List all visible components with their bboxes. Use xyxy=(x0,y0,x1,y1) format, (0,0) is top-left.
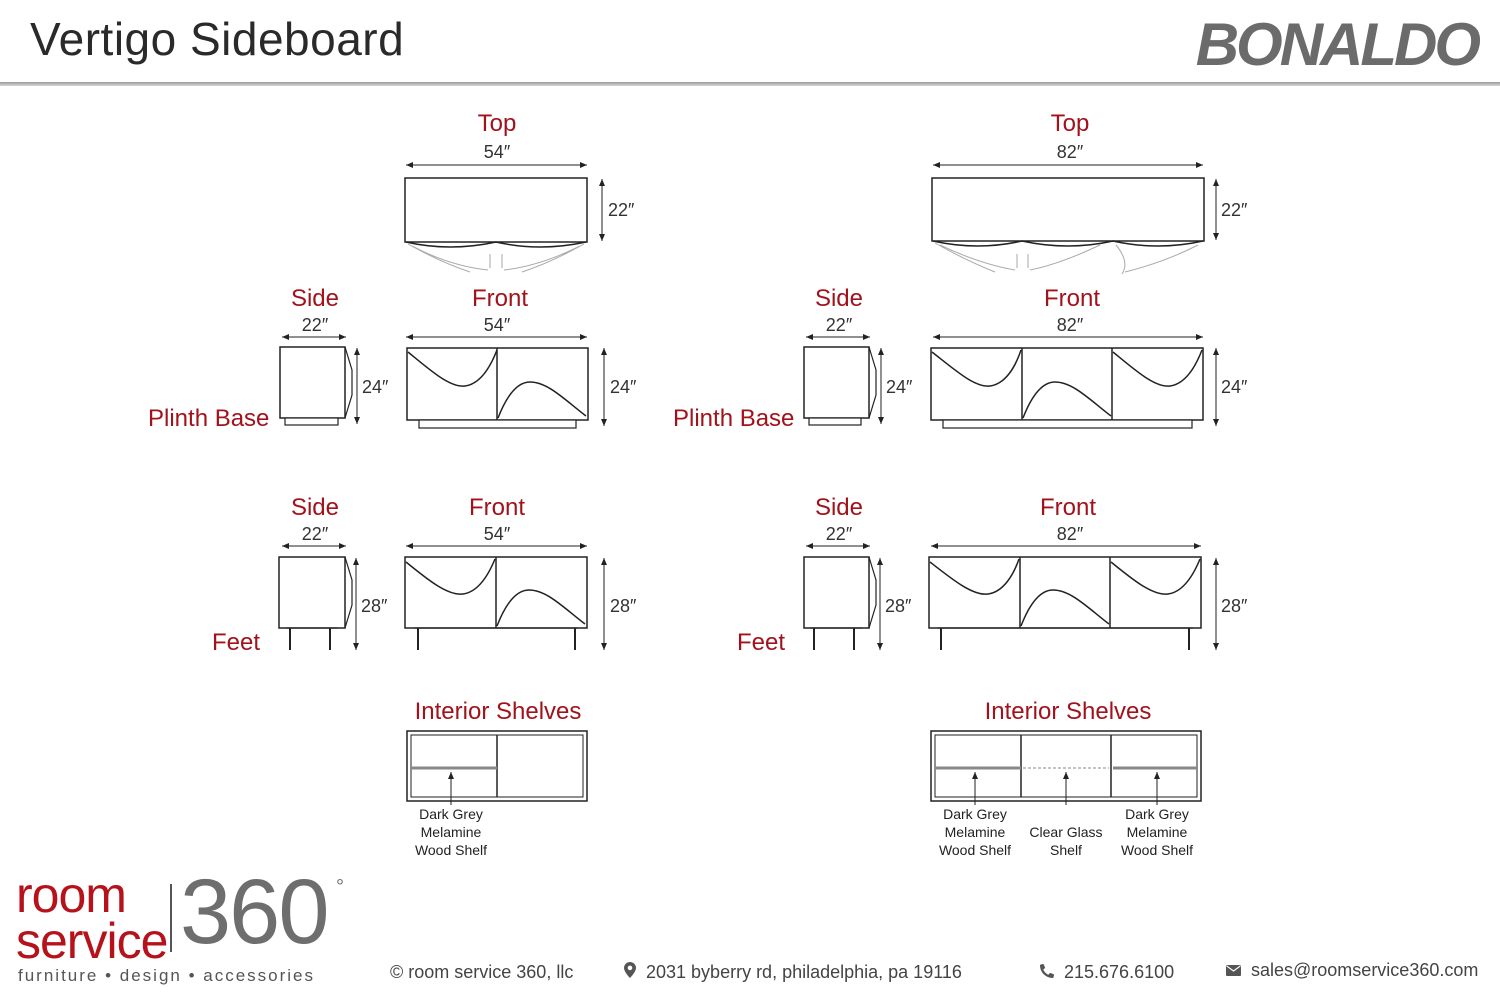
brand-logo: BONALDO xyxy=(1195,11,1481,78)
wide-top-view: Top 82″ 22″ xyxy=(931,110,1248,275)
wide-shelf-c-note-3: Wood Shelf xyxy=(1121,842,1193,858)
narrow-plinth-front-height: 24″ xyxy=(610,377,637,397)
narrow-top-view: Top 54″ 22″ xyxy=(404,110,635,273)
wide-shelf-a-note-2: Melamine xyxy=(945,824,1006,840)
narrow-plinth-side-dim: 22″ xyxy=(302,315,329,335)
narrow-shelf-note-3: Wood Shelf xyxy=(415,842,487,858)
wide-feet-side-view: Side 22″ 28″ Feet xyxy=(737,494,912,656)
wide-plinth-front-label: Front xyxy=(1044,285,1100,312)
wide-plinth-side-dim: 22″ xyxy=(826,315,853,335)
logo-tagline: furniture • design • accessories xyxy=(18,966,316,985)
narrow-plinth-side-label: Side xyxy=(291,285,339,312)
narrow-top-label: Top xyxy=(478,110,517,137)
narrow-feet-front-height: 28″ xyxy=(610,596,637,616)
narrow-plinth-front-view: Front 54″ 24″ xyxy=(406,285,637,429)
map-pin-icon xyxy=(624,962,636,983)
wide-plinth-front-height: 24″ xyxy=(1221,377,1248,397)
narrow-shelf-note-1: Dark Grey xyxy=(419,806,483,822)
wide-shelf-a-note-3: Wood Shelf xyxy=(939,842,1011,858)
narrow-feet-front-view: Front 54″ 28″ xyxy=(404,494,637,650)
footer-phone: 215.676.6100 xyxy=(1040,962,1174,983)
wide-shelf-b-note-1: Clear Glass xyxy=(1029,824,1102,840)
logo-degree: ° xyxy=(336,876,344,898)
wide-plinth-side-view: Side 22″ 24″ Plinth Base xyxy=(673,285,913,432)
header-divider xyxy=(0,82,1500,86)
wide-plinth-front-dim: 82″ xyxy=(1057,315,1084,335)
narrow-feet-front-label: Front xyxy=(469,494,525,521)
narrow-feet-side-label: Side xyxy=(291,494,339,521)
wide-shelf-c-note-1: Dark Grey xyxy=(1125,806,1189,822)
narrow-shelf-note-2: Melamine xyxy=(421,824,482,840)
logo-word-room: room service xyxy=(16,867,168,969)
narrow-plinth-side-height: 24″ xyxy=(362,377,389,397)
wide-top-width: 82″ xyxy=(1057,142,1084,162)
narrow-plinth-base-label: Plinth Base xyxy=(148,405,269,432)
wide-shelf-c-note-2: Melamine xyxy=(1127,824,1188,840)
narrow-plinth-side-view: Side 22″ 24″ Plinth Base xyxy=(148,285,389,432)
wide-feet-front-label: Front xyxy=(1040,494,1096,521)
footer-copyright: © room service 360, llc xyxy=(390,962,574,982)
narrow-top-width: 54″ xyxy=(484,142,511,162)
wide-top-rect xyxy=(931,177,1205,242)
narrow-plinth-front-label: Front xyxy=(472,285,528,312)
narrow-feet-front-dim: 54″ xyxy=(484,524,511,544)
logo-number: 360 xyxy=(180,861,329,963)
wide-feet-front-height: 28″ xyxy=(1221,596,1248,616)
narrow-feet-side-view: Side 22″ 28″ Feet xyxy=(212,494,388,656)
wide-top-depth: 22″ xyxy=(1221,200,1248,220)
wide-feet-front-view: Front 82″ 28″ xyxy=(928,494,1248,650)
phone-icon xyxy=(1040,962,1055,983)
wide-unit: Top 82″ 22″ Side 22″ 24″ Plinth Base Fro… xyxy=(673,110,1248,858)
wide-top-label: Top xyxy=(1051,110,1090,137)
wide-shelf-b-note-2: Shelf xyxy=(1050,842,1082,858)
narrow-feet-side-height: 28″ xyxy=(361,596,388,616)
wide-feet-front-dim: 82″ xyxy=(1057,524,1084,544)
page-title: Vertigo Sideboard xyxy=(30,13,405,65)
narrow-interior-label: Interior Shelves xyxy=(415,698,582,725)
wide-feet-side-label: Side xyxy=(815,494,863,521)
wide-plinth-side-height: 24″ xyxy=(886,377,913,397)
wide-plinth-side-label: Side xyxy=(815,285,863,312)
wide-plinth-base-label: Plinth Base xyxy=(673,405,794,432)
envelope-icon xyxy=(1226,960,1241,981)
narrow-unit: Top 54″ 22″ Side 22″ 24″ Plinth Base Fro… xyxy=(148,110,637,858)
narrow-top-depth: 22″ xyxy=(608,200,635,220)
footer-email[interactable]: sales@roomservice360.com xyxy=(1226,960,1478,981)
wide-feet-label: Feet xyxy=(737,629,785,656)
wide-plinth-front-view: Front 82″ 24″ xyxy=(930,285,1248,429)
narrow-top-rect xyxy=(404,177,588,243)
wide-interior-view: Interior Shelves Dark Grey Melamine Wood… xyxy=(930,698,1202,858)
narrow-feet-label: Feet xyxy=(212,629,260,656)
wide-feet-side-dim: 22″ xyxy=(826,524,853,544)
logo-divider xyxy=(170,884,172,952)
wide-interior-label: Interior Shelves xyxy=(985,698,1152,725)
narrow-interior-view: Interior Shelves Dark Grey Melamine Wood… xyxy=(406,698,588,858)
wide-shelf-a-note-1: Dark Grey xyxy=(943,806,1007,822)
footer-address: 2031 byberry rd, philadelphia, pa 19116 xyxy=(624,962,962,983)
narrow-feet-side-dim: 22″ xyxy=(302,524,329,544)
dimension-drawings: Top 54″ 22″ Side 22″ 24″ Plinth Base Fro… xyxy=(148,110,1248,858)
narrow-plinth-front-dim: 54″ xyxy=(484,315,511,335)
wide-feet-side-height: 28″ xyxy=(885,596,912,616)
